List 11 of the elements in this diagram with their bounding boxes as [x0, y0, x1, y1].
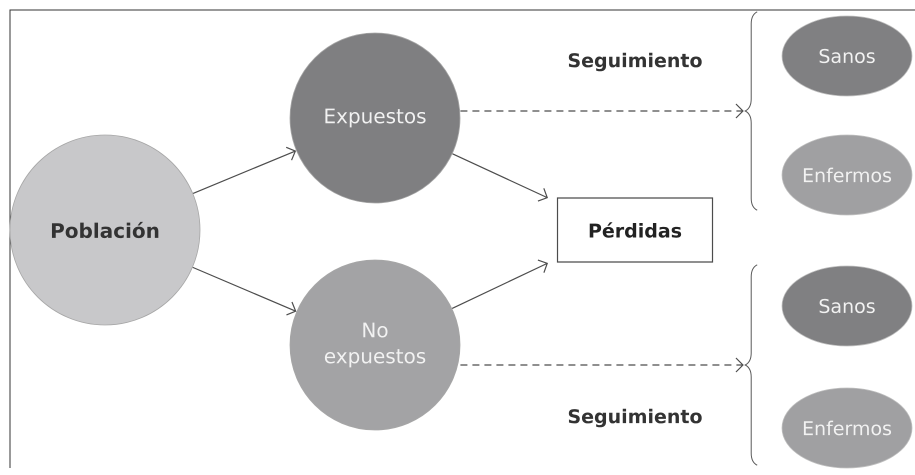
- arrow: [192, 266, 296, 316]
- arrow: [452, 259, 548, 309]
- brace: [744, 264, 758, 466]
- arrow: [460, 358, 744, 372]
- edge-label: Seguimiento: [565, 50, 705, 74]
- arrow: [460, 104, 744, 118]
- brace: [744, 11, 758, 211]
- edge-label: Seguimiento: [565, 406, 705, 430]
- process-box: Pérdidas: [556, 197, 714, 263]
- arrow: [192, 146, 296, 194]
- arrow: [452, 153, 548, 202]
